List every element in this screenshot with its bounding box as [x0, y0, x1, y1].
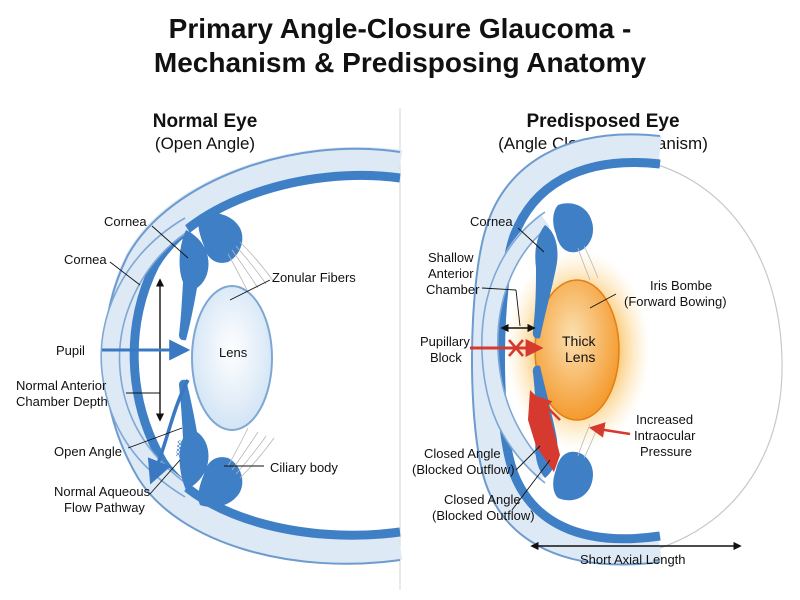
- label-normal-lens: Lens: [219, 345, 248, 360]
- normal-eye-title: Normal Eye: [152, 111, 258, 132]
- predisposed-eye-drawing: [470, 133, 783, 566]
- predisposed-pressure-arrow: [588, 422, 631, 438]
- predisposed-eye-title: Predisposed Eye: [526, 111, 680, 132]
- normal-choroid: [129, 170, 401, 540]
- label-pred-shallow-1: Shallow: [428, 250, 474, 265]
- label-normal-aqueous-1: Normal Aqueous: [54, 484, 151, 499]
- predisposed-block-x-icon: [508, 339, 524, 357]
- predisposed-globe-outline: [639, 159, 783, 549]
- label-normal-aqueous-2: Flow Pathway: [64, 500, 145, 515]
- label-pred-closed2-2: (Blocked Outflow): [432, 508, 535, 523]
- normal-upper-iris: [179, 230, 209, 341]
- page-title: Primary Angle-Closure Glaucoma - Mechani…: [0, 12, 800, 80]
- normal-leader-lines: [109, 225, 271, 495]
- predisposed-cornea-outer: [481, 211, 546, 484]
- predisposed-eye-labels: Cornea Shallow Anterior Chamber Iris Bom…: [412, 214, 727, 567]
- normal-sclera: [103, 146, 403, 564]
- label-normal-cornea-top: Cornea: [104, 214, 147, 229]
- title-line-2: Mechanism & Predisposing Anatomy: [153, 47, 647, 78]
- label-pred-iop-1: Increased: [636, 412, 693, 427]
- normal-cornea-inner: [118, 231, 188, 485]
- normal-zonular-fibers: [227, 241, 275, 479]
- label-pred-cornea: Cornea: [470, 214, 513, 229]
- label-normal-ciliary: Ciliary body: [270, 460, 338, 475]
- predisposed-cornea-inner: [497, 227, 548, 468]
- label-normal-chamber-depth-1: Normal Anterior: [16, 378, 107, 393]
- normal-eye-labels: Cornea Cornea Zonular Fibers Lens Pupil …: [16, 214, 356, 515]
- label-pred-iris-bombe-1: Iris Bombe: [650, 278, 712, 293]
- label-pred-shallow-3: Chamber: [426, 282, 480, 297]
- label-pred-pupillary-1: Pupillary: [420, 334, 470, 349]
- label-pred-shallow-2: Anterior: [428, 266, 474, 281]
- label-pred-pupillary-2: Block: [430, 350, 462, 365]
- label-pred-thick-lens-2: Lens: [565, 349, 595, 365]
- normal-trabecular-mesh: [176, 440, 196, 460]
- label-normal-zonular: Zonular Fibers: [272, 270, 356, 285]
- title-line-1: Primary Angle-Closure Glaucoma -: [168, 13, 632, 44]
- label-normal-chamber-depth-2: Chamber Depth: [16, 394, 108, 409]
- predisposed-leader-lines: [481, 227, 617, 511]
- label-pred-iop-3: Pressure: [640, 444, 692, 459]
- normal-eye-heading: Normal Eye (Open Angle): [45, 110, 365, 154]
- normal-cornea-outer: [100, 217, 186, 498]
- predisposed-iris-push-arrow: [535, 395, 561, 421]
- predisposed-upper-ciliary: [553, 203, 594, 253]
- label-pred-thick-lens-1: Thick: [562, 333, 596, 349]
- label-pred-closed1-2: (Blocked Outflow): [412, 462, 515, 477]
- label-normal-cornea: Cornea: [64, 252, 107, 267]
- predisposed-lower-ciliary: [553, 451, 594, 501]
- predisposed-upper-iris: [532, 225, 558, 339]
- predisposed-cornea-band: [481, 213, 551, 481]
- normal-eye-drawing: [100, 146, 403, 565]
- label-pred-closed1-1: Closed Angle: [424, 446, 501, 461]
- label-pred-iop-2: Intraocular: [634, 428, 696, 443]
- normal-eye-subtitle: (Open Angle): [154, 134, 256, 153]
- label-normal-open-angle: Open Angle: [54, 444, 122, 459]
- normal-lower-ciliary: [198, 457, 243, 508]
- label-pred-iris-bombe-2: (Forward Bowing): [624, 294, 727, 309]
- normal-lens: [191, 285, 273, 431]
- label-pred-closed2-1: Closed Angle: [444, 492, 521, 507]
- normal-aqueous-flow-arrow: [147, 379, 190, 485]
- label-normal-pupil: Pupil: [56, 343, 85, 358]
- normal-lower-iris: [179, 379, 209, 490]
- label-pred-axial: Short Axial Length: [580, 552, 686, 567]
- normal-upper-ciliary: [198, 212, 243, 263]
- predisposed-choroid: [496, 158, 661, 544]
